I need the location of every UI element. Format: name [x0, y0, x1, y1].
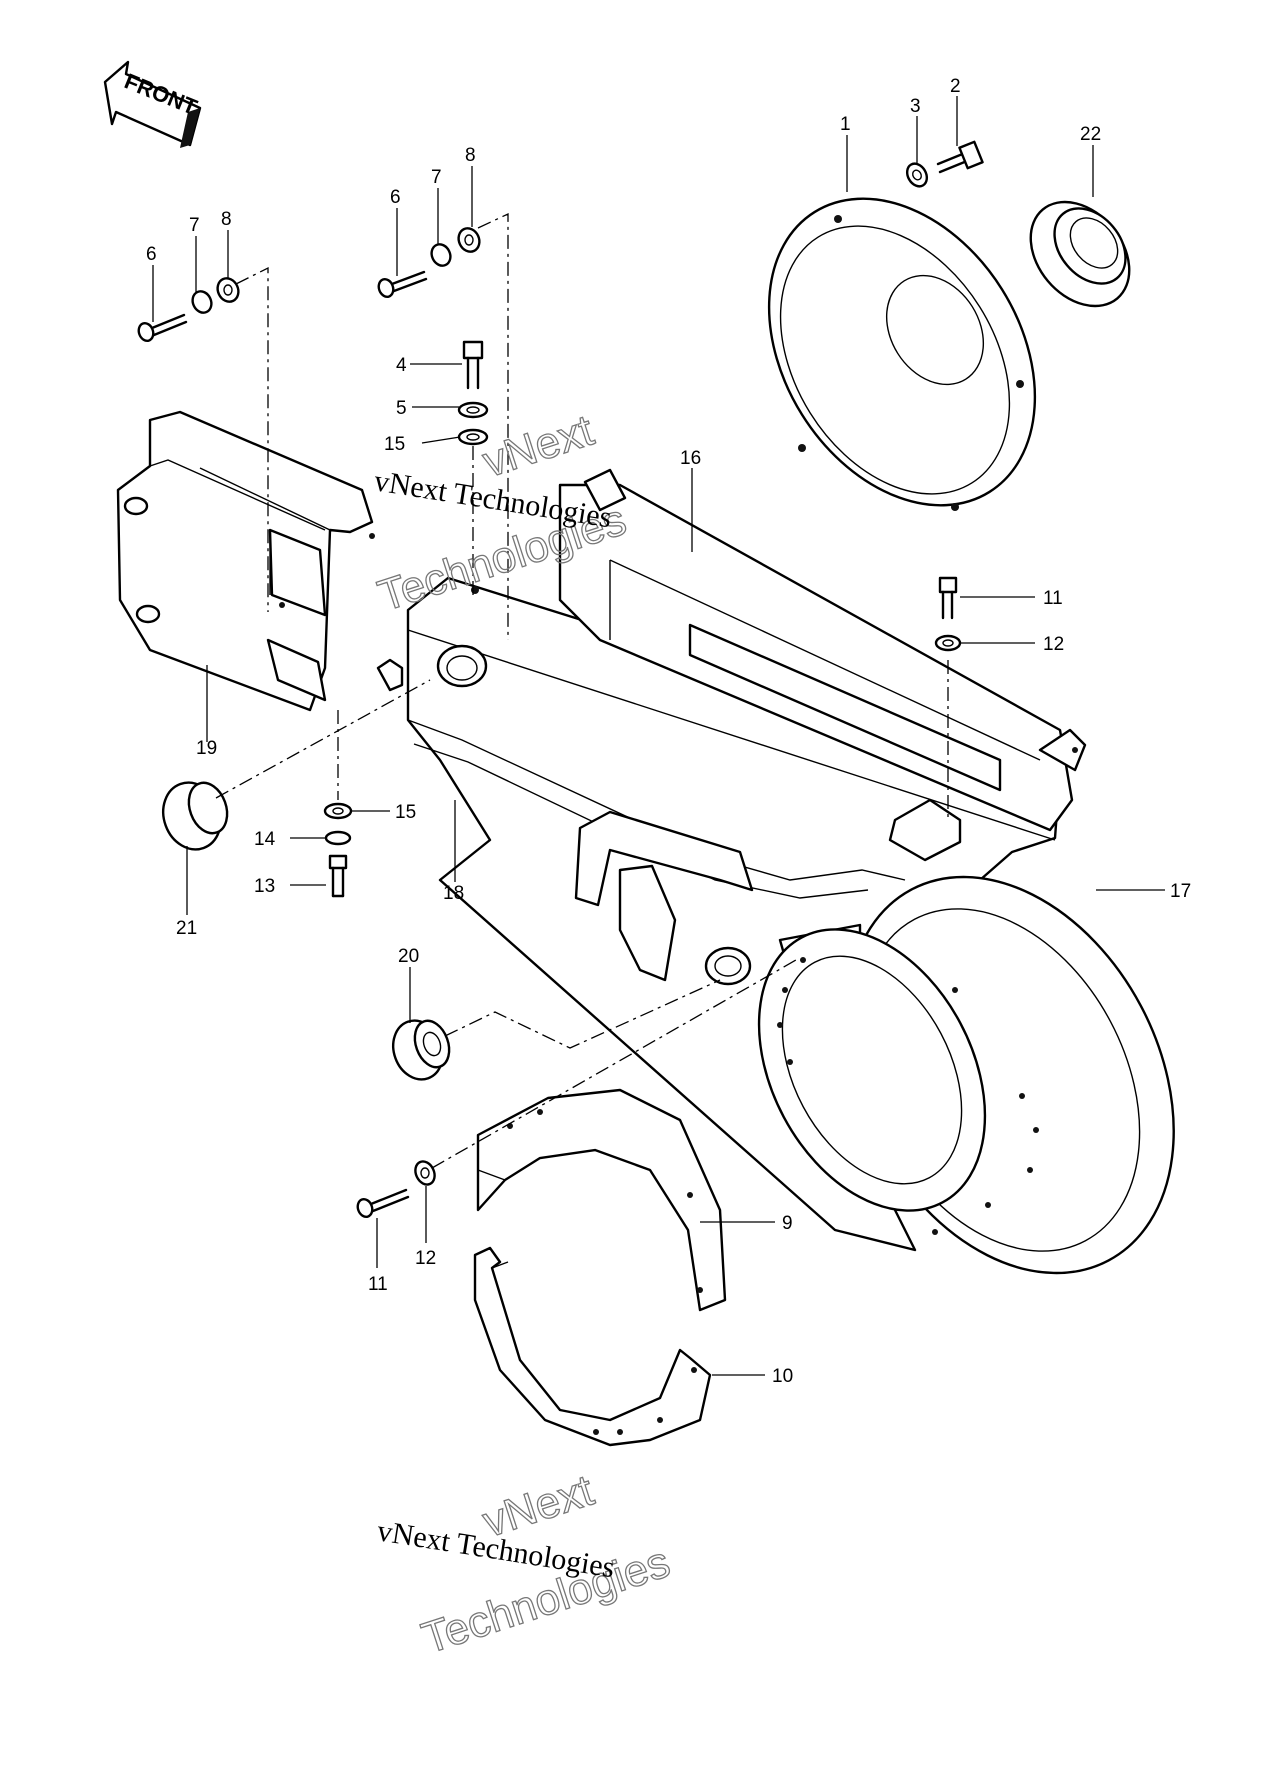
part-6-screw-center [377, 270, 428, 298]
alignment-lines [215, 212, 949, 1169]
callout-12-lower: 12 [415, 1248, 436, 1269]
part-22-seal [1029, 200, 1131, 308]
part-20-grommet [392, 1019, 451, 1081]
callout-16: 16 [680, 448, 701, 469]
part-15-washer-bottom [323, 802, 353, 820]
part-11-bolt-right [938, 576, 958, 620]
callout-8-left: 8 [221, 209, 232, 230]
callout-8-center: 8 [465, 145, 476, 166]
part-3-washer [905, 162, 929, 188]
front-direction-arrow-icon: FRONT [103, 60, 202, 148]
callout-6-center: 6 [390, 187, 401, 208]
callout-13: 13 [254, 876, 275, 897]
callout-22: 22 [1080, 124, 1101, 145]
callout-15-bottom: 15 [395, 802, 416, 823]
part-7-washer-left [191, 290, 213, 314]
part-10-half-ring [473, 1246, 712, 1447]
part-16-top-plate [558, 468, 1087, 862]
part-7-washer-center [430, 243, 452, 267]
callout-11-lower: 11 [368, 1274, 388, 1295]
part-11-bolt-lower [356, 1188, 410, 1218]
callout-12-right: 12 [1043, 634, 1064, 655]
callout-19: 19 [196, 738, 217, 759]
callout-17: 17 [1170, 881, 1191, 902]
callout-20: 20 [398, 946, 419, 967]
leader-lines [152, 96, 1165, 1376]
callout-5: 5 [396, 398, 407, 419]
callout-15-top: 15 [384, 434, 405, 455]
part-19-bracket [116, 410, 375, 712]
part-17-drum-housing [757, 875, 1175, 1275]
callout-10: 10 [772, 1366, 793, 1387]
callout-14: 14 [254, 829, 276, 850]
callout-1: 1 [840, 114, 851, 135]
callout-9: 9 [782, 1213, 793, 1234]
callout-numbers: 1 2 3 22 6 7 8 6 7 8 4 5 15 16 11 12 19 … [146, 76, 1191, 1387]
callout-6-left: 6 [146, 244, 157, 265]
part-4-bolt [462, 340, 484, 390]
part-13-bolt [328, 854, 348, 898]
part-5-washer [457, 401, 489, 419]
part-2-bolt [936, 140, 984, 174]
callout-3: 3 [910, 96, 921, 117]
callout-7-left: 7 [189, 215, 200, 236]
part-12-washer-right [934, 634, 962, 652]
part-8-washer-center [457, 227, 481, 253]
part-9-half-ring [476, 1088, 727, 1312]
callout-18: 18 [443, 883, 464, 904]
callout-21: 21 [176, 918, 197, 939]
callout-2: 2 [950, 76, 961, 97]
part-8-washer-left [216, 277, 240, 303]
watermark-outline-top: vNext [477, 406, 599, 487]
callout-11-right: 11 [1043, 588, 1063, 609]
part-1-outer-cover [767, 197, 1037, 511]
part-6-screw-left [137, 313, 188, 342]
part-12-washer-lower [414, 1160, 436, 1186]
watermark-lower: vNext Technologies vNext Technologies [375, 1465, 676, 1664]
part-14-washer [324, 830, 352, 846]
part-21-plug [162, 781, 229, 851]
callout-7-center: 7 [431, 167, 442, 188]
callout-4: 4 [396, 355, 407, 376]
